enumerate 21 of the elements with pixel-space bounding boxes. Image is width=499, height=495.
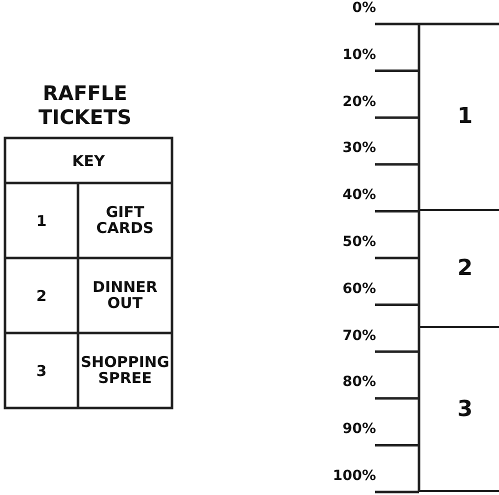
tick-label: 10% xyxy=(341,46,376,65)
table-header: KEY xyxy=(71,150,106,172)
tick-label: 0% xyxy=(351,0,376,18)
bar-segment: 3 xyxy=(420,328,499,492)
bar-segment: 1 xyxy=(420,24,499,212)
bar-segment: 2 xyxy=(420,211,499,328)
table-cell-text: 2 xyxy=(35,286,48,306)
tick-label: 20% xyxy=(341,92,376,112)
tick-label: 80% xyxy=(341,373,376,392)
tick-label: 40% xyxy=(341,186,376,206)
tick-label: 60% xyxy=(341,280,376,299)
tick-label: 70% xyxy=(341,326,376,346)
table-cell-text: 3 xyxy=(35,360,48,382)
table-cell-text: 1 xyxy=(35,210,48,232)
tick-label: 100% xyxy=(332,467,376,486)
tick-label: 50% xyxy=(341,233,376,252)
table-cell-text: DINNER OUT xyxy=(92,276,158,314)
table-cell-text: SHOPPING SPREE xyxy=(84,352,166,388)
tick-label: 30% xyxy=(341,139,376,158)
table-cell-text: GIFT CARDS xyxy=(95,202,155,238)
tick-label: 90% xyxy=(341,420,376,440)
